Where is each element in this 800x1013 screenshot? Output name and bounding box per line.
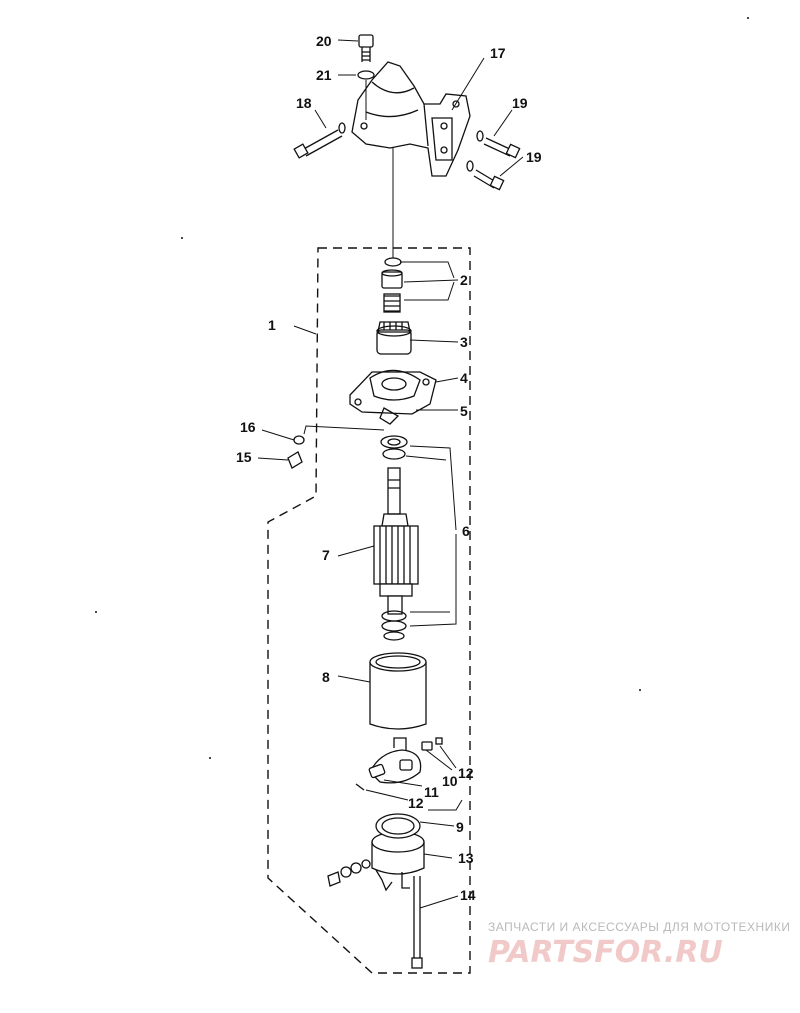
- callout-18: 18: [296, 95, 312, 111]
- callout-11: 11: [424, 784, 439, 800]
- bolt-18: [293, 122, 346, 159]
- callout-15: 15: [236, 449, 252, 465]
- callout-12-top: 12: [458, 765, 474, 781]
- drive-end-housing: [351, 61, 471, 177]
- brush-12-top: [435, 737, 443, 745]
- scan-speck: [95, 611, 97, 613]
- armature-7: [373, 467, 419, 615]
- field-frame-8: [369, 652, 427, 730]
- callout-12-bottom: 12: [408, 795, 424, 811]
- callout-13: 13: [458, 850, 474, 866]
- bolt-19-upper: [476, 130, 521, 159]
- screw-15: [287, 451, 303, 469]
- callout-19-lower: 19: [526, 149, 542, 165]
- callout-16: 16: [240, 419, 256, 435]
- leader-lines: [257, 39, 524, 909]
- callout-3: 3: [460, 334, 468, 350]
- drive-pinion-3: [376, 321, 412, 355]
- terminal-nuts: [327, 859, 371, 887]
- drive-head-4: [349, 369, 437, 415]
- thrust-washers-6-bottom: [381, 610, 407, 641]
- scan-speck: [639, 689, 641, 691]
- callout-7: 7: [322, 547, 330, 563]
- callout-6: 6: [462, 523, 470, 539]
- callout-9: 9: [456, 819, 464, 835]
- scan-speck: [747, 17, 749, 19]
- retaining-ring: [384, 257, 402, 267]
- thrust-washers-6-top: [380, 435, 408, 460]
- callout-21: 21: [316, 67, 332, 83]
- callout-19-upper: 19: [512, 95, 528, 111]
- callout-4: 4: [460, 370, 468, 386]
- callout-1: 1: [268, 317, 276, 333]
- callout-14: 14: [460, 887, 476, 903]
- callout-17: 17: [490, 45, 506, 61]
- spring-11: [355, 783, 365, 791]
- brush-10: [421, 741, 433, 751]
- callout-10: 10: [442, 773, 458, 789]
- scan-speck: [209, 757, 211, 759]
- drive-collar-2: [381, 269, 403, 313]
- assembly-boundary-dashed: [267, 247, 471, 974]
- through-bolt-14: [411, 876, 423, 969]
- bolt-19-lower: [466, 160, 505, 191]
- callout-2: 2: [460, 272, 468, 288]
- lever-5: [379, 407, 400, 425]
- washer-21: [357, 70, 375, 80]
- watermark-logo: PARTSFOR.RU: [488, 935, 723, 970]
- washer-16: [293, 435, 305, 445]
- bolt-20: [358, 34, 374, 62]
- scan-speck: [181, 237, 183, 239]
- watermark: ЗАПЧАСТИ И АКСЕССУАРЫ ДЛЯ МОТОТЕХНИКИ PA…: [488, 920, 790, 970]
- callout-20: 20: [316, 33, 332, 49]
- commutator-end-cap-13: [371, 813, 425, 892]
- watermark-tagline: ЗАПЧАСТИ И АКСЕССУАРЫ ДЛЯ МОТОТЕХНИКИ: [488, 920, 790, 934]
- callout-5: 5: [460, 403, 468, 419]
- brush-plate-9: [368, 737, 422, 784]
- callout-8: 8: [322, 669, 330, 685]
